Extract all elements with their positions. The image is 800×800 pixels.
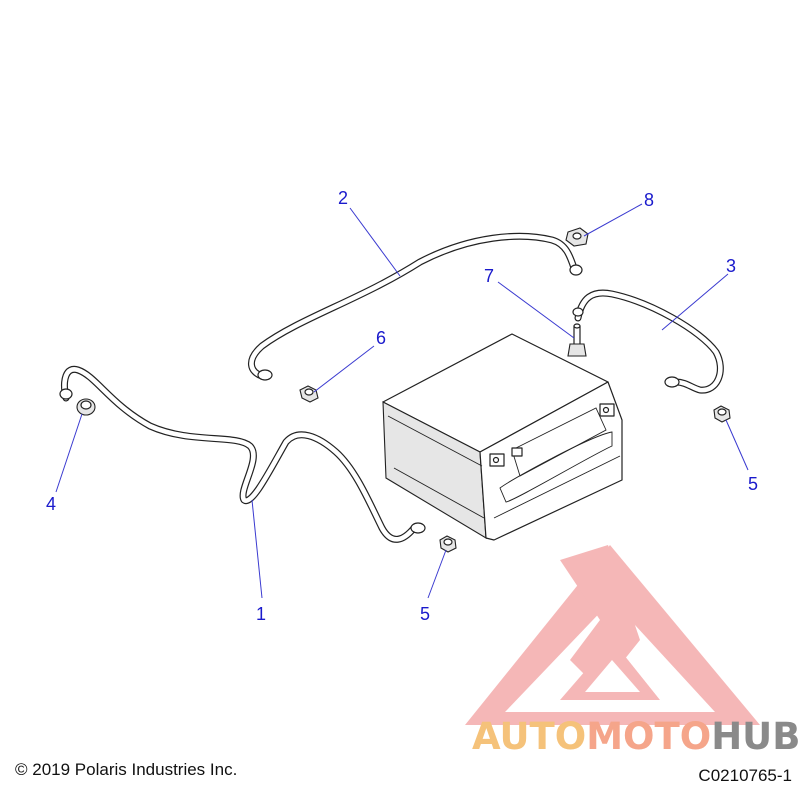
watermark-logo xyxy=(465,545,760,725)
callout-5-right: 5 xyxy=(748,474,758,494)
nut-8 xyxy=(565,227,589,247)
callout-2: 2 xyxy=(338,188,348,208)
battery-cable-2 xyxy=(248,232,583,381)
watermark-moto: MOTO xyxy=(586,715,712,758)
leader-7 xyxy=(497,281,575,339)
leader-4 xyxy=(55,413,83,493)
bolt-6 xyxy=(299,385,319,403)
bolt-5-left xyxy=(439,535,457,553)
copyright-text: © 2019 Polaris Industries Inc. xyxy=(15,760,238,779)
stud-7 xyxy=(567,323,587,357)
leader-1 xyxy=(251,499,263,599)
terminal-cap-4 xyxy=(76,398,96,416)
diagram-id: C0210765-1 xyxy=(698,766,792,785)
callout-5-left: 5 xyxy=(420,604,430,624)
battery-cable-3 xyxy=(572,289,724,394)
callout-3: 3 xyxy=(726,256,736,276)
leader-6 xyxy=(313,345,375,393)
battery xyxy=(382,333,623,541)
leader-5a xyxy=(725,419,749,471)
bolt-5-right xyxy=(713,405,731,423)
callout-4: 4 xyxy=(46,494,56,514)
battery-cable-1 xyxy=(59,365,426,543)
leader-5b xyxy=(427,549,447,599)
leader-8 xyxy=(583,203,643,237)
callout-7: 7 xyxy=(484,266,494,286)
leader-3 xyxy=(661,273,729,331)
watermark-auto: AUTO xyxy=(472,715,587,758)
watermark-hub: HUB xyxy=(711,715,800,758)
callout-6: 6 xyxy=(376,328,386,348)
callout-8: 8 xyxy=(644,190,654,210)
watermark-text: AUTOMOTOHUB xyxy=(472,715,800,758)
callout-1: 1 xyxy=(256,604,266,624)
leader-2 xyxy=(349,207,401,277)
